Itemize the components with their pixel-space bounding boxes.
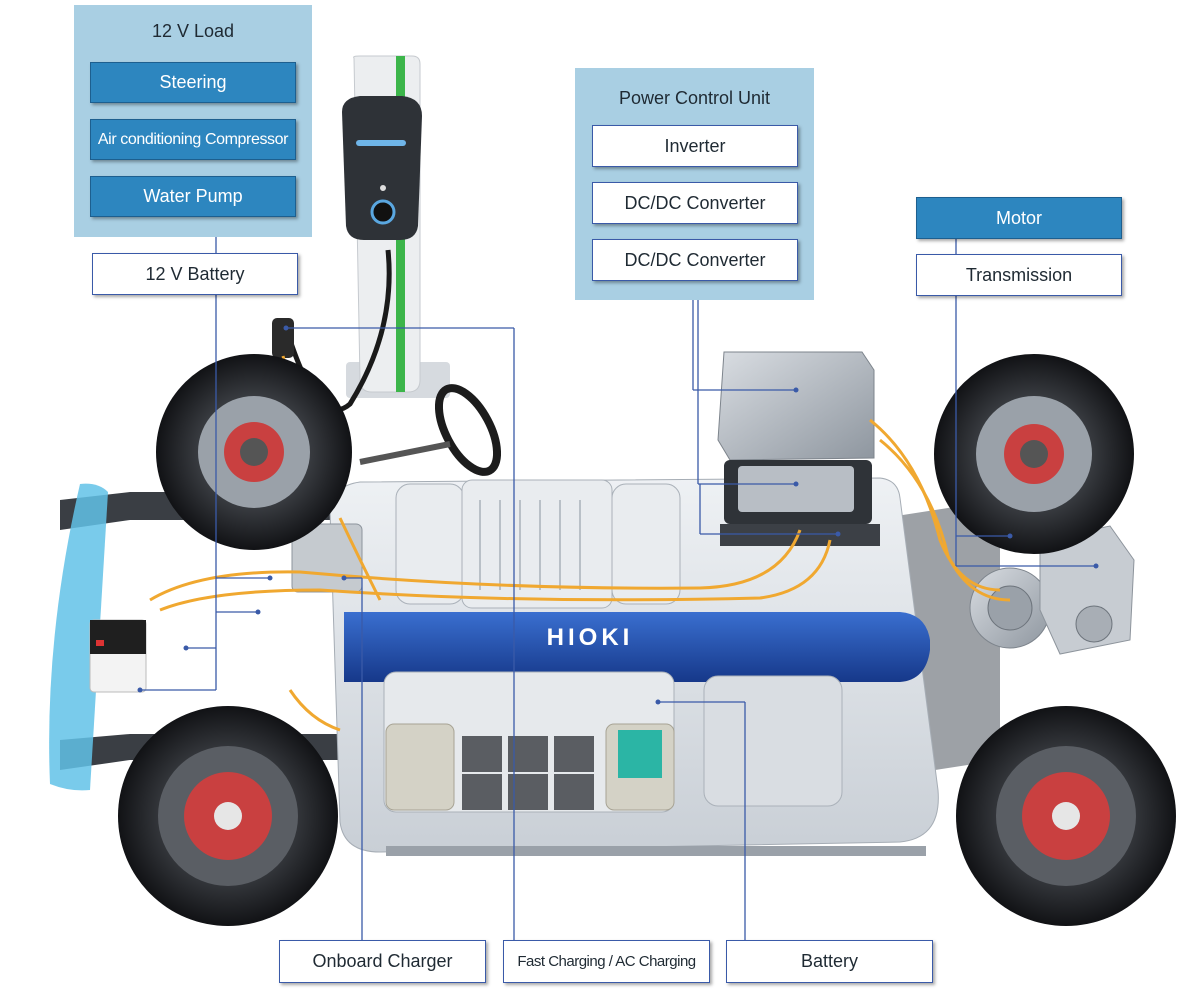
wheel-front-left (156, 354, 352, 550)
onboard-charger-label: Onboard Charger (279, 940, 486, 983)
battery-12v-label: 12 V Battery (92, 253, 298, 295)
pcu-title: Power Control Unit (618, 88, 771, 108)
leader-lines (140, 236, 1096, 940)
battery-label: Battery (726, 940, 933, 983)
steering-illustration (359, 384, 502, 476)
air-conditioning-compressor-label: Air conditioning Compressor (90, 119, 296, 160)
motor-illustration (969, 525, 1135, 655)
hioki-logo: HIOKI (547, 624, 634, 651)
wiring-harness (149, 418, 1011, 732)
charging-station (342, 55, 450, 398)
battery-modules-lower (383, 671, 843, 813)
motor-label: Motor (916, 197, 1122, 239)
fast-charging-label: Fast Charging / AC Charging (503, 940, 710, 983)
inverter-label: Inverter (592, 125, 798, 167)
12v-battery-illustration (89, 619, 147, 693)
water-pump-label: Water Pump (90, 176, 296, 217)
transmission-label: Transmission (916, 254, 1122, 296)
dcdc-converter-label-1: DC/DC Converter (592, 182, 798, 224)
wheel-rear-right (956, 706, 1176, 926)
wheel-rear-left (118, 706, 338, 926)
steering-label: Steering (90, 62, 296, 103)
dcdc-converter-label-2: DC/DC Converter (592, 239, 798, 281)
power-control-unit-illustration (717, 351, 880, 546)
wheel-front-right (934, 354, 1134, 554)
load-12v-title: 12 V Load (151, 21, 235, 41)
